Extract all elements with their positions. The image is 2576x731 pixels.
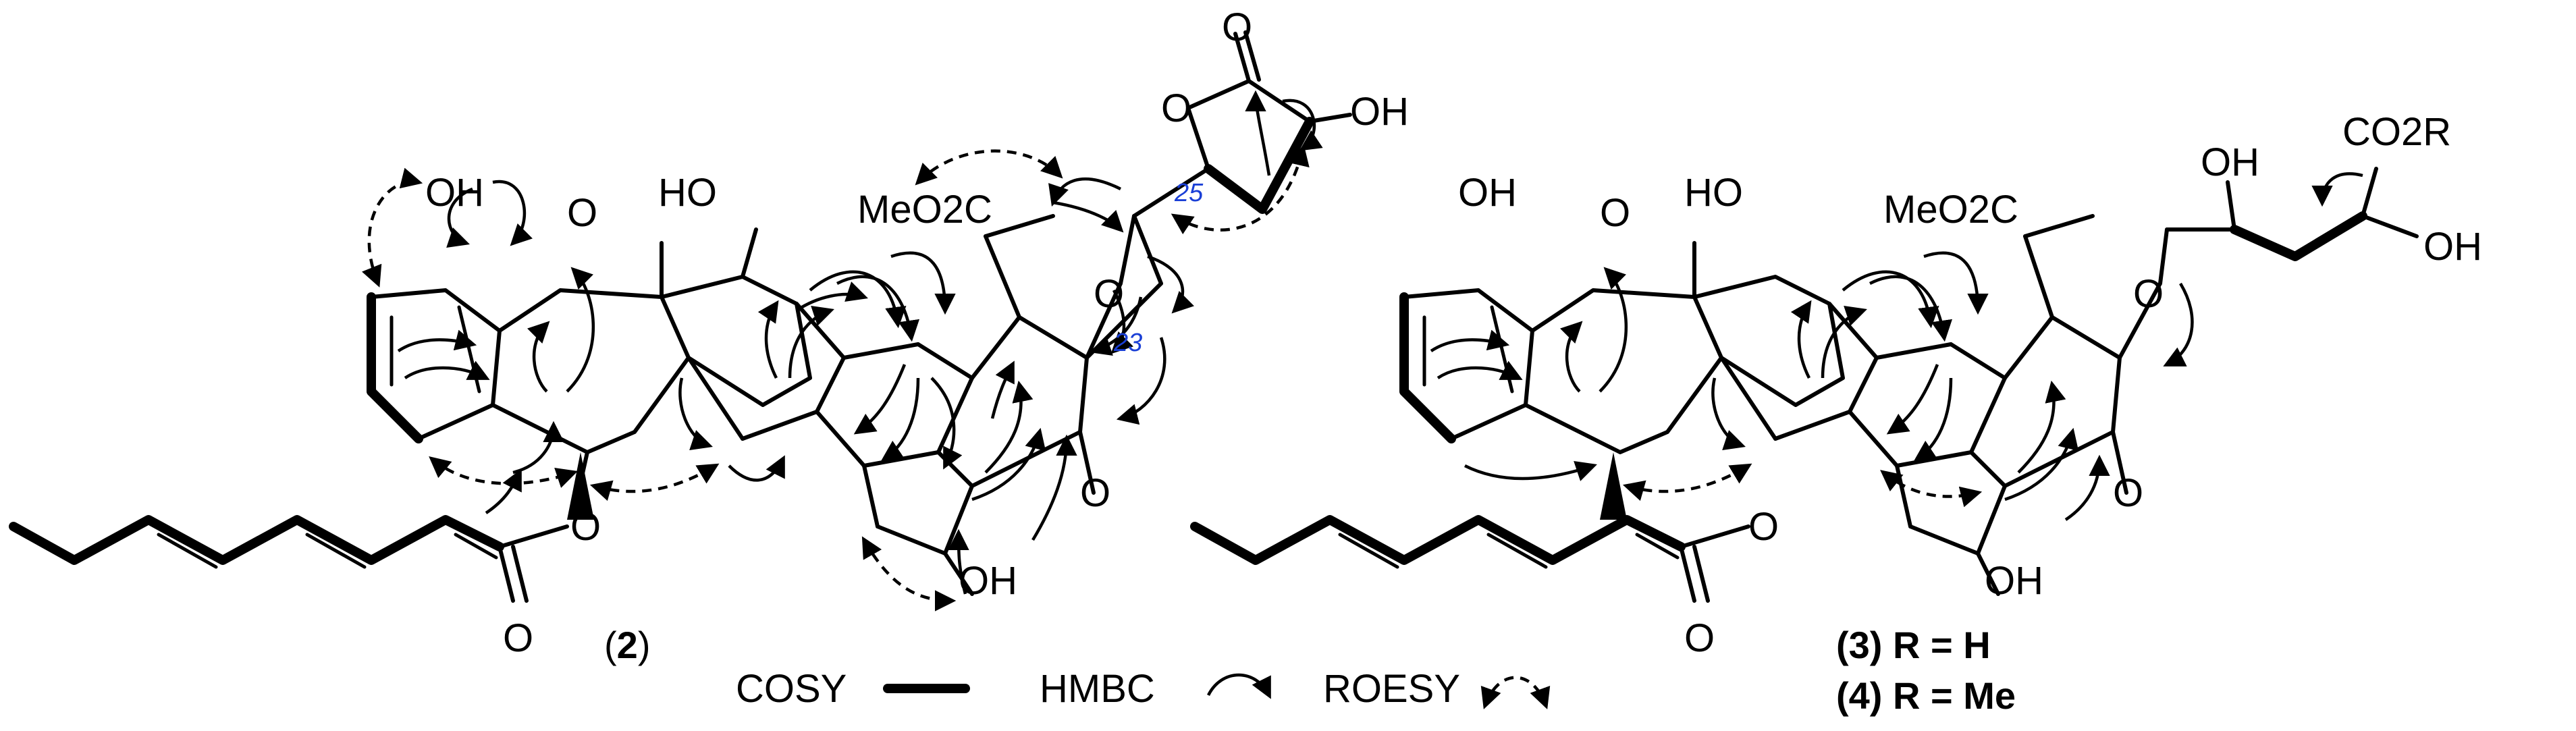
atom-o-ketone-top-2: O — [567, 191, 597, 235]
compound-label-4: (4) R = Me — [1836, 674, 2016, 717]
correlations-2 — [362, 90, 1323, 612]
cosy-lactone-2 — [1204, 117, 1314, 214]
ester-c-o-2 — [498, 545, 515, 603]
atom-labels-2: OH O HO MeO2C O O OH O O OH O O 25 23 (2… — [425, 5, 1409, 666]
numbering-c23: 23 — [1113, 329, 1142, 357]
cosy-ring-a-2 — [367, 292, 423, 443]
atom-oh-lactone-2: OH — [1350, 90, 1409, 134]
legend-cosy-label: COSY — [736, 667, 847, 711]
atom-meo2c-3: MeO2C — [1883, 188, 2018, 232]
atom-o-ketone-right-2: O — [1080, 471, 1110, 515]
atom-oh-bottom-3: OH — [1985, 559, 2043, 603]
atom-oh-right-3: OH — [2423, 225, 2482, 269]
atom-o-ester-carbonyl-2: O — [503, 616, 533, 660]
cosy-sidechain-3 — [1190, 515, 1686, 565]
legend-hmbc-arrow — [1206, 673, 1271, 699]
cosy-sidechain-right-3 — [2230, 211, 2367, 261]
atom-ho-top-mid-3: HO — [1684, 171, 1743, 215]
atom-o-ketone-top-3: O — [1600, 191, 1630, 235]
legend: COSY HMBC ROESY — [736, 667, 1551, 711]
atom-meo2c-2: MeO2C — [857, 188, 992, 232]
atom-o-pyran-3: O — [2133, 272, 2164, 316]
atom-o-pyran-2: O — [1094, 272, 1124, 316]
atom-o-ester-3: O — [1748, 505, 1779, 549]
atom-labels-3: OH O HO MeO2C OH CO2R OH O O OH O O (3) … — [1458, 110, 2482, 717]
compound-label-3: (3) R = H — [1836, 624, 1991, 666]
atom-o-ketone-right-3: O — [2113, 471, 2143, 515]
cosy-sidechain-2 — [9, 515, 504, 565]
sidechain-double-bonds-2 — [157, 533, 498, 569]
sidechain-double-bonds-3 — [1338, 533, 1680, 569]
atom-ho-top-mid-2: HO — [658, 171, 717, 215]
atom-oh-bottom-2: OH — [959, 559, 1017, 603]
atom-o-ester-2: O — [570, 505, 601, 549]
legend-roesy-arrow — [1480, 676, 1551, 709]
legend-hmbc-label: HMBC — [1040, 667, 1155, 711]
legend-roesy-label: ROESY — [1323, 667, 1460, 711]
cosy-ring-a-3 — [1399, 292, 1456, 443]
atom-oh-top-left-3: OH — [1458, 171, 1517, 215]
atom-o-ester-carbonyl-3: O — [1684, 616, 1715, 660]
atom-oh-top-left-2: OH — [425, 171, 484, 215]
atom-co2r-3: CO2R — [2342, 110, 2451, 154]
compound-3-4 — [1190, 167, 2419, 603]
atom-oh-side-3: OH — [2201, 140, 2259, 184]
ring-b-2 — [491, 288, 691, 454]
atom-o-lactone-ring-2: O — [1161, 86, 1191, 130]
ring-c-2 — [660, 275, 812, 407]
correlations-3 — [1430, 172, 2363, 521]
compound-2 — [9, 30, 1352, 603]
atom-o-lactone-carbonyl-2: O — [1222, 5, 1252, 49]
numbering-c25: 25 — [1174, 179, 1204, 207]
compound-label-2: (2) — [604, 624, 650, 666]
